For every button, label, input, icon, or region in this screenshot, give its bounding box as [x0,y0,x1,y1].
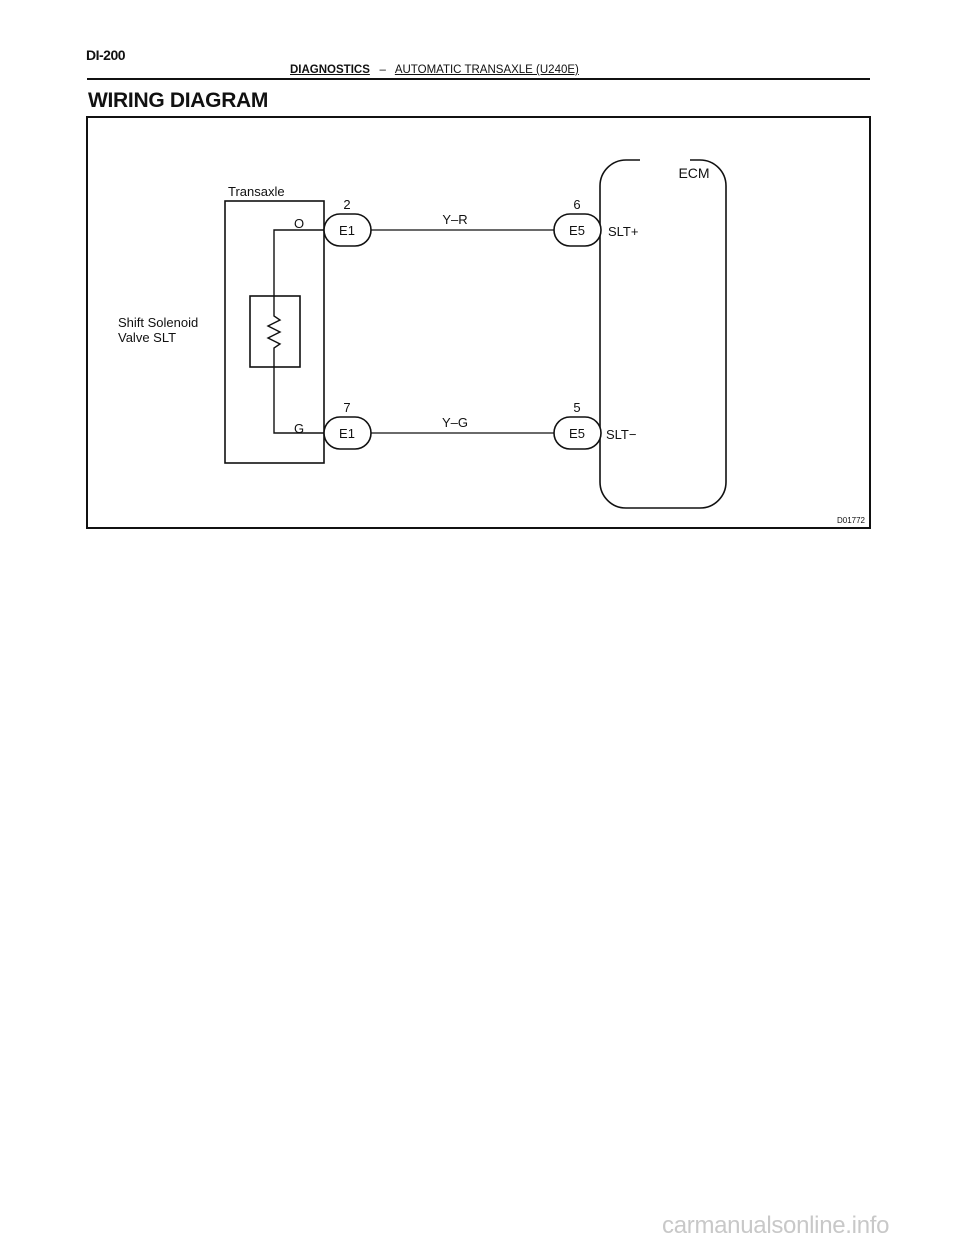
header-rule [87,78,870,80]
connector-e5-top: E5 6 [553,197,602,247]
figure-id: D01772 [837,516,866,525]
terminal-g: G [294,421,304,436]
diagram-label: E5 [569,223,585,238]
component-label-line1: Shift Solenoid [118,315,198,330]
component-label-line2: Valve SLT [118,330,176,345]
running-head-section: DIAGNOSTICS [290,64,370,76]
ecm-terminal-slt-plus: SLT+ [608,224,638,239]
diagram-label: 6 [573,197,580,212]
running-head: DIAGNOSTICS – AUTOMATIC TRANSAXLE (U240E… [290,64,579,76]
diagram-label: E5 [569,426,585,441]
ecm-label: ECM [678,165,709,181]
diagram-label: 5 [573,400,580,415]
connector-outline [323,213,372,247]
internal-wire-bottom [273,367,324,434]
solenoid-box [249,295,301,368]
diagram-frame [86,116,871,529]
wire-label-top: Y–R [442,212,467,227]
diagram-label: 2 [343,197,350,212]
connector-e1-bottom: E1 7 [323,400,372,450]
ecm-terminal-slt-minus: SLT− [606,427,636,442]
ecm-label-bg [640,150,690,166]
connector-e1-top: E1 2 [323,197,372,247]
page-number: DI-200 [86,47,126,63]
section-title: WIRING DIAGRAM [88,89,269,112]
internal-wire-top [273,229,324,296]
transaxle-box [224,200,325,464]
diagram-label: 7 [343,400,350,415]
diagram-label: E1 [339,426,355,441]
transaxle-label: Transaxle [228,184,285,199]
connector-e5-bottom: E5 5 [553,400,602,450]
connector-outline [553,213,602,247]
solenoid-coil-icon [266,296,282,367]
diagram-label: E1 [339,223,355,238]
running-head-separator: – [379,64,386,76]
ecm-box [599,159,727,509]
watermark: carmanualsonline.info [662,1212,890,1239]
connector-outline [323,416,372,450]
connector-outline [553,416,602,450]
terminal-o: O [294,216,304,231]
running-head-subsection: AUTOMATIC TRANSAXLE (U240E) [394,64,579,76]
wire-label-bottom: Y–G [442,415,468,430]
